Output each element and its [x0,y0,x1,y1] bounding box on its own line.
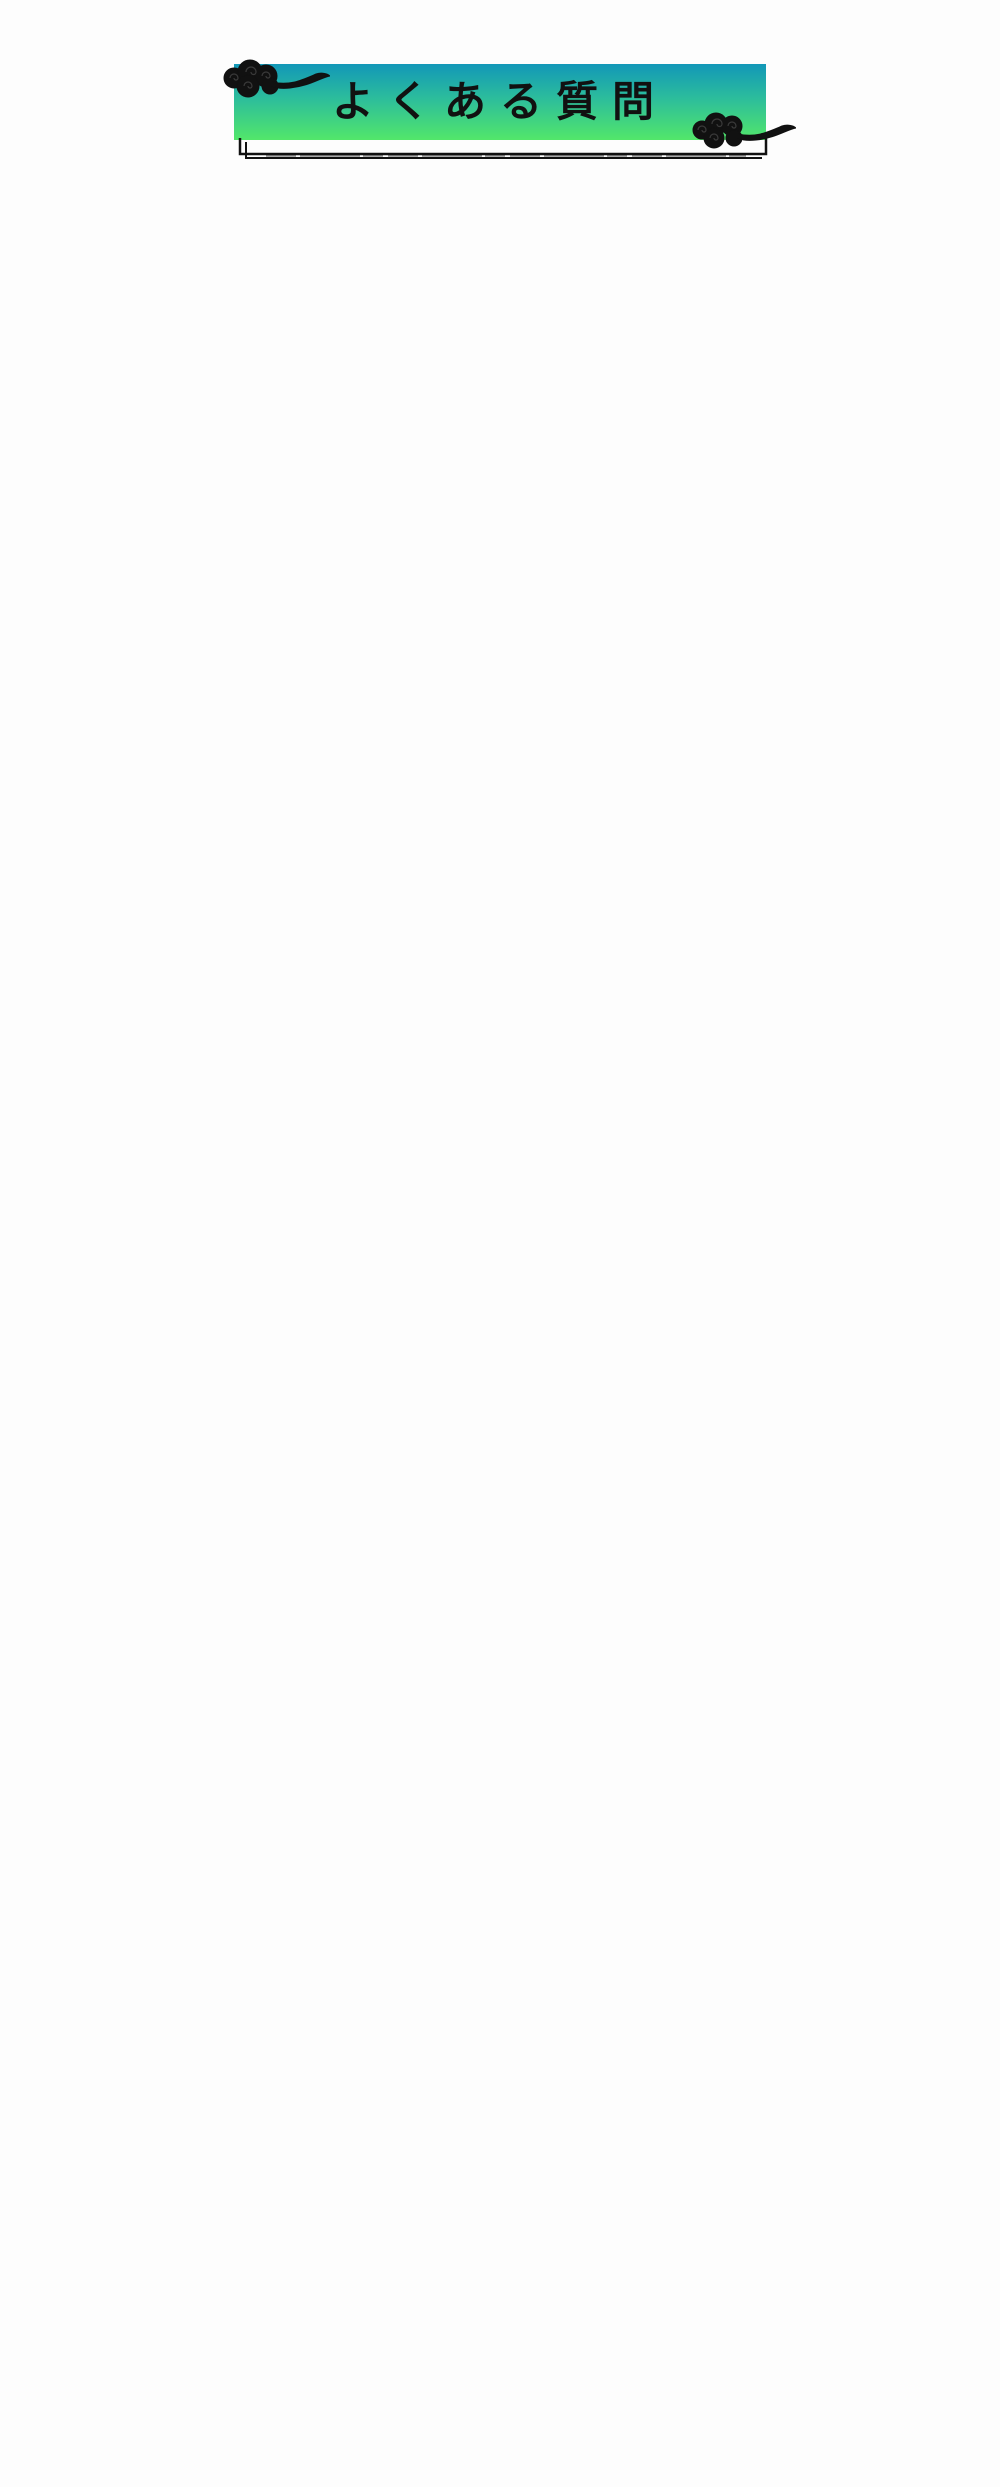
cloud-ornament-left-icon [223,59,330,98]
banner-frame [238,138,768,159]
faq-content-area [0,170,1000,2487]
faq-header: よくある質問 [223,59,796,162]
title-banner: よくある質問 [234,64,766,140]
page-title: よくある質問 [331,77,668,126]
cloud-ornament-right-icon [692,112,796,149]
